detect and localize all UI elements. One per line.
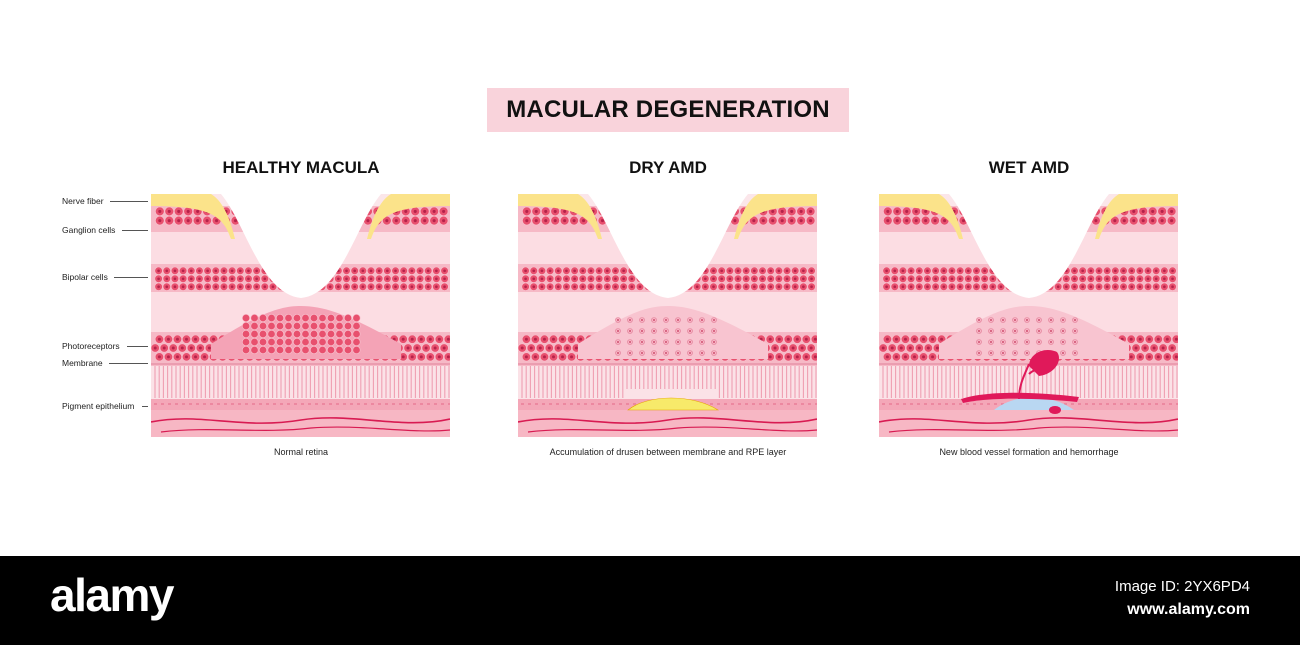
wet-amd-retina-diagram	[879, 194, 1178, 437]
dry-amd-retina-diagram	[518, 194, 817, 437]
label-nerve-fiber: Nerve fiber	[62, 196, 104, 206]
title-banner: MACULAR DEGENERATION	[487, 88, 849, 132]
caption-wet: New blood vessel formation and hemorrhag…	[939, 447, 1119, 457]
panel-title-healthy: HEALTHY MACULA	[222, 158, 380, 177]
caption-healthy: Normal retina	[273, 447, 329, 457]
label-ganglion-cells: Ganglion cells	[62, 225, 116, 235]
label-membrane: Membrane	[62, 358, 103, 368]
leader-line	[114, 277, 148, 278]
leader-line	[110, 201, 148, 202]
leader-line	[127, 346, 148, 347]
leader-line	[122, 230, 148, 231]
label-photoreceptors: Photoreceptors	[62, 341, 120, 351]
label-bipolar-cells: Bipolar cells	[62, 272, 108, 282]
panel-title-wet: WET AMD	[988, 158, 1070, 177]
footer-bar	[0, 556, 1300, 645]
site-url: www.alamy.com	[1127, 601, 1250, 618]
page-title: MACULAR DEGENERATION	[506, 96, 830, 123]
label-pigment-epithelium: Pigment epithelium	[62, 401, 135, 411]
leader-line	[142, 406, 148, 407]
leader-line	[109, 363, 148, 364]
image-id: Image ID: 2YX6PD4	[1114, 578, 1250, 595]
panel-title-dry: DRY AMD	[629, 158, 707, 177]
caption-dry: Accumulation of drusen between membrane …	[549, 447, 787, 457]
brand-logo: alamy	[50, 569, 174, 621]
healthy-retina-diagram	[151, 194, 450, 437]
